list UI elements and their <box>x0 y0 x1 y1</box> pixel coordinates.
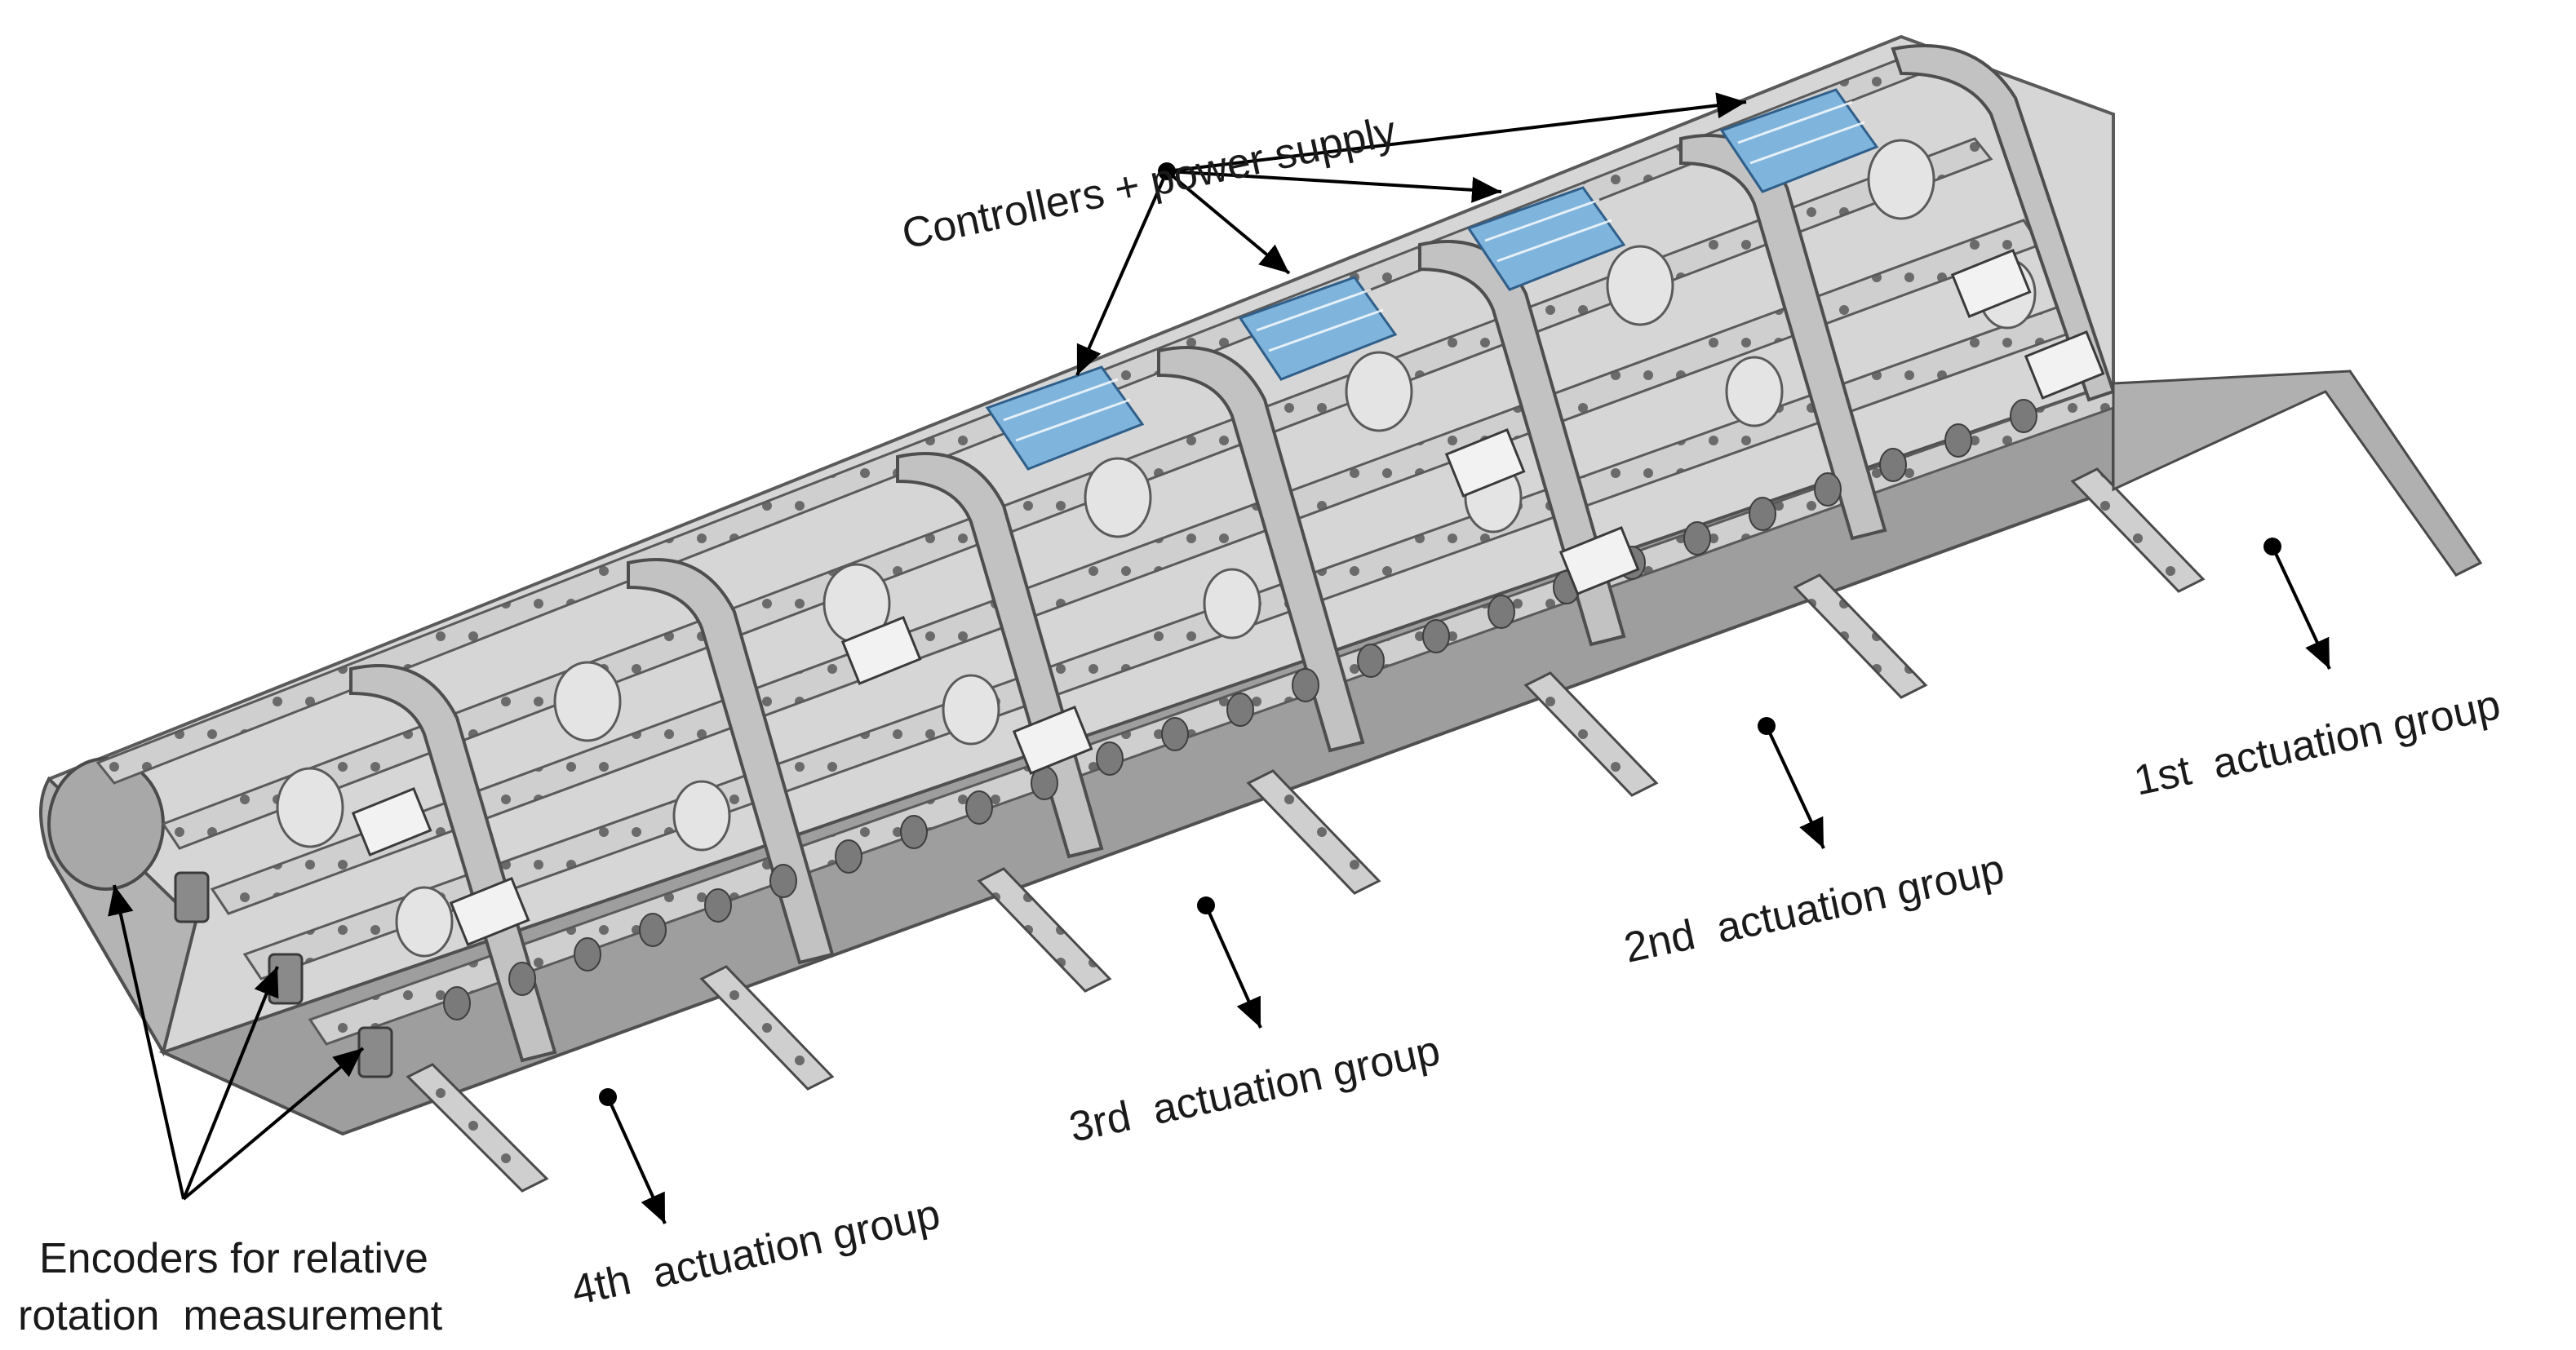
actuators <box>351 249 2105 946</box>
spar-holes <box>443 399 2037 1020</box>
actuator-motor <box>1950 249 2032 318</box>
flap-arm <box>1793 573 1928 699</box>
controller-stripes <box>1003 100 1865 442</box>
actuator-motor <box>351 787 432 856</box>
label-encoders-line2: rotation measurement <box>18 1292 443 1339</box>
flap-arm <box>2070 467 2206 593</box>
actuator-motor <box>1012 706 1093 775</box>
label-4th-actuation-group: 4th actuation group <box>567 1190 944 1314</box>
label-1st-actuation-group: 1st actuation group <box>2130 681 2504 805</box>
flap-arm <box>1523 671 1659 797</box>
label-2nd-actuation-group: 2nd actuation group <box>1620 845 2008 972</box>
leading-edge-cap <box>47 757 165 891</box>
controller-box <box>985 365 1145 471</box>
actuator-motor <box>449 877 530 946</box>
wing-assembly <box>39 34 2483 1193</box>
flap-arm <box>977 867 1112 993</box>
label-controllers: Controllers + power supply <box>898 108 1400 259</box>
outboard-tip-support <box>2112 370 2483 577</box>
encoder <box>174 871 210 923</box>
label-3rd-actuation-group: 3rd actuation group <box>1065 1027 1443 1152</box>
cell-cutouts <box>276 139 2037 958</box>
annotation-dots <box>599 162 2281 1106</box>
encoder <box>357 1026 393 1078</box>
controller-box <box>1238 276 1398 381</box>
rib <box>627 558 835 965</box>
rib <box>349 664 557 1063</box>
actuator-motor <box>2024 330 2105 400</box>
controllers <box>985 88 1879 471</box>
flap-arm <box>1246 769 1381 895</box>
annotations <box>108 92 2331 1224</box>
actuator-motor <box>1558 526 1640 595</box>
flap-arm <box>699 965 835 1091</box>
controller-box <box>1466 186 1626 291</box>
label-encoders-line1: Encoders for relative <box>39 1235 428 1282</box>
rib <box>1418 240 1626 647</box>
rib <box>1157 346 1365 753</box>
actuator-motor <box>840 616 922 685</box>
flap-arm <box>406 1063 549 1193</box>
actuator-motor <box>1444 428 1526 498</box>
controller-box <box>1719 88 1879 193</box>
